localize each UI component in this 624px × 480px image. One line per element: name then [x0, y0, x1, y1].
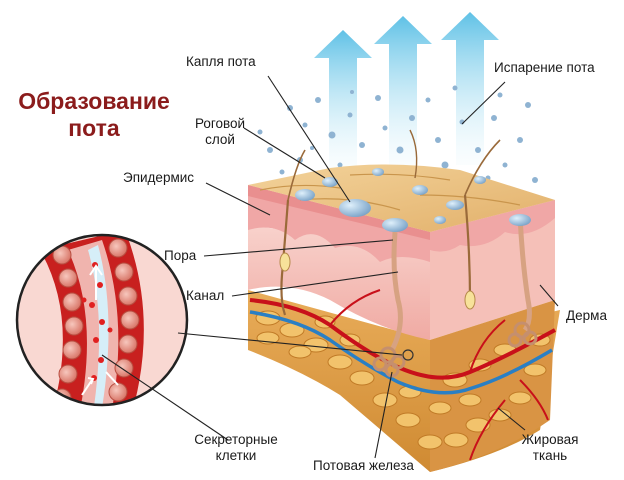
- label-dermis: Дерма: [566, 308, 607, 323]
- label-sweat-drop: Капля пота: [186, 54, 256, 69]
- label-stratum-corneum: Роговой слой: [194, 116, 246, 147]
- arrow-up-icon: [374, 16, 432, 168]
- label-fat-tissue: Жировая ткань: [521, 432, 579, 463]
- label-sweat-gland: Потовая железа: [313, 458, 414, 473]
- magnified-duct-view: [15, 233, 189, 407]
- title-line-2: пота: [68, 115, 120, 141]
- vein: [249, 310, 553, 395]
- skin-block: [248, 129, 560, 472]
- title-line-1: Образование: [18, 88, 170, 114]
- label-epidermis: Эпидермис: [123, 170, 195, 185]
- leader-lines: [101, 75, 559, 459]
- label-secretory-cells: Секреторные клетки: [194, 432, 278, 463]
- arrow-up-icon: [441, 12, 499, 165]
- label-evaporation: Испарение пота: [494, 60, 595, 75]
- diagram-title: Образование пота: [14, 88, 174, 142]
- label-pore: Пора: [164, 248, 197, 263]
- hair: [280, 199, 290, 316]
- evaporation-arrows: [314, 12, 499, 170]
- surface-sweat-drops: [295, 168, 531, 232]
- label-duct: Канал: [186, 288, 225, 303]
- secretory-cells: [52, 238, 140, 405]
- hair: [463, 194, 472, 301]
- sweat-gland: [372, 321, 538, 378]
- sweat-duct: [389, 231, 403, 352]
- arrow-up-icon: [314, 30, 372, 170]
